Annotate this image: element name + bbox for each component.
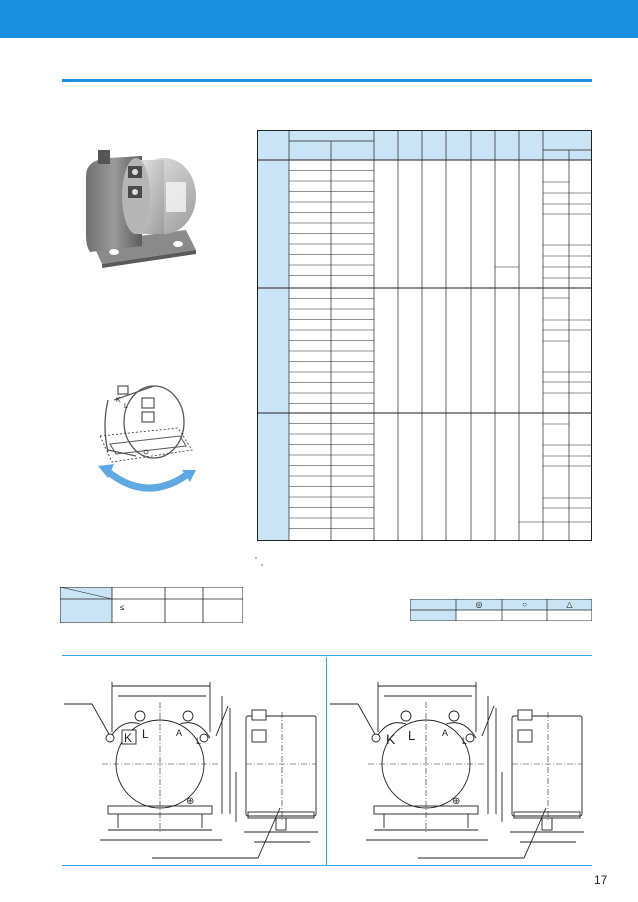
header-bar	[0, 0, 638, 38]
note-1: *	[255, 557, 257, 563]
legend-symbol-3: △	[566, 600, 573, 609]
terminal-a-label-right: A	[442, 728, 448, 738]
mounting-diagram: K L	[98, 385, 196, 492]
legend-table: ◎ ○ △	[409, 598, 593, 622]
notes: * *	[255, 557, 263, 571]
terminal-l-label: L	[142, 727, 149, 741]
ground-mark-right: ⊕	[452, 796, 460, 807]
title-rule	[62, 79, 592, 82]
small-table: ≤	[59, 586, 244, 624]
terminal-l-label-right: L	[408, 728, 415, 743]
terminal-k-label: K	[124, 731, 132, 745]
terminal-k-label-right: K	[386, 731, 396, 747]
spec-table	[257, 130, 592, 541]
small-table-grid	[59, 586, 244, 624]
terminal-b-label: L	[196, 736, 201, 746]
note-2: *	[261, 564, 263, 570]
small-table-symbol: ≤	[120, 603, 125, 612]
drawing-bottom-divider	[62, 865, 592, 866]
spec-table-grid	[257, 130, 592, 541]
dimension-drawing-right: K L A L ⊕	[330, 682, 584, 859]
svg-text:L: L	[124, 403, 128, 410]
dimension-drawing-left: K L A L ⊕	[64, 682, 318, 859]
terminal-b-label-right: L	[462, 736, 467, 746]
drawing-center-divider	[326, 657, 327, 865]
terminal-a-label: A	[176, 728, 182, 738]
page-number: 17	[594, 873, 608, 887]
drawing-top-divider	[62, 655, 592, 656]
legend-symbol-2: ○	[522, 600, 527, 609]
legend-symbol-1: ◎	[475, 600, 483, 609]
svg-text:K: K	[116, 397, 121, 404]
product-photo	[86, 150, 196, 268]
ground-mark-left: ⊕	[186, 796, 194, 807]
